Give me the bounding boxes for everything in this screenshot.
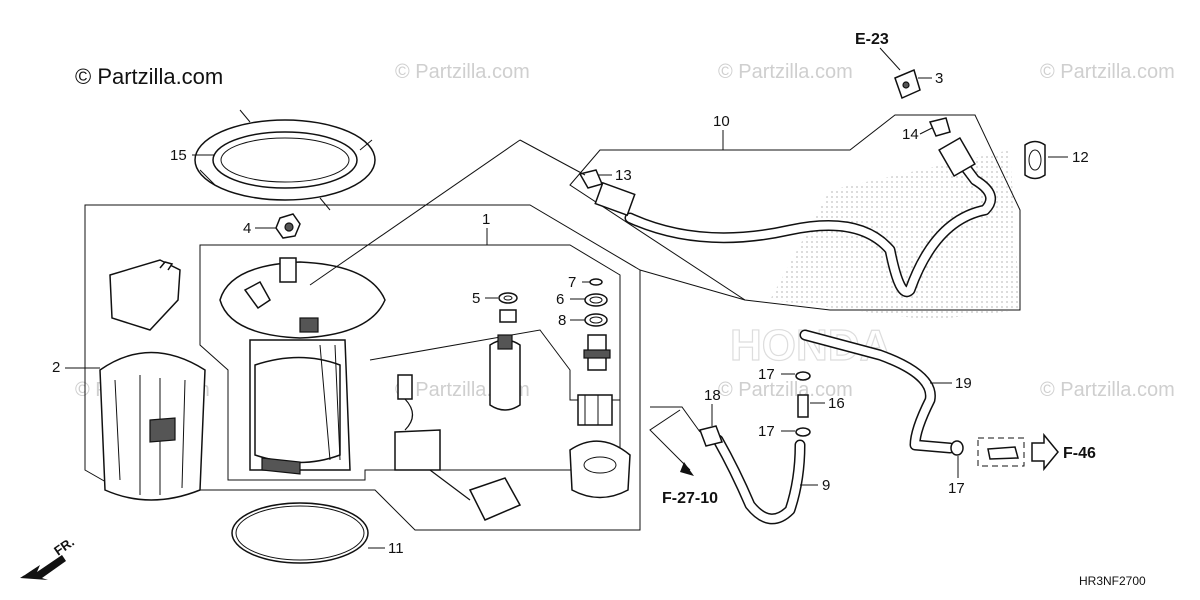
vent-connector <box>977 437 1025 467</box>
callout-16: 16 <box>828 395 845 412</box>
clip-17-upper[interactable] <box>795 371 811 381</box>
washer-7[interactable] <box>589 278 603 286</box>
callout-3: 3 <box>935 70 943 87</box>
callout-12: 12 <box>1072 149 1089 166</box>
callout-11: 11 <box>388 540 404 557</box>
callout-8: 8 <box>558 312 566 329</box>
pump-unit-outline <box>199 244 621 481</box>
joint-16[interactable] <box>797 394 809 418</box>
gasket-11[interactable] <box>231 502 369 564</box>
clip-14[interactable] <box>928 117 951 137</box>
watermark-mid-right: © Partzilla.com <box>718 379 853 401</box>
clamp-18[interactable] <box>699 425 723 447</box>
watermark-top-center: © Partzilla.com <box>718 61 853 83</box>
callout-17c: 17 <box>948 480 965 497</box>
lock-ring-15[interactable] <box>194 109 376 211</box>
front-label: FR. <box>51 534 77 558</box>
leader-14 <box>919 127 933 135</box>
o-ring-6[interactable] <box>584 293 608 307</box>
background-brand-letters: HONDA <box>730 321 891 370</box>
fuel-feed-hose-10[interactable] <box>594 136 997 298</box>
clip-13[interactable] <box>578 169 604 189</box>
background-dot-pattern <box>770 150 1020 320</box>
front-arrow-icon <box>20 555 66 580</box>
leader-f2710-b <box>649 409 691 471</box>
collar-5[interactable] <box>498 292 518 323</box>
callout-5: 5 <box>472 290 480 307</box>
grommet-12[interactable] <box>1024 140 1046 180</box>
callout-10: 10 <box>713 113 730 130</box>
callout-17a: 17 <box>758 366 775 383</box>
arrow-f46 <box>1031 432 1059 472</box>
callout-6: 6 <box>556 291 564 308</box>
callout-2: 2 <box>52 359 60 376</box>
watermark-top-right: © Partzilla.com <box>1040 61 1175 83</box>
watermark-far-right: © Partzilla.com <box>1040 379 1175 401</box>
fuel-level-sender <box>394 374 522 521</box>
drain-hose-9[interactable] <box>712 434 806 525</box>
ref-f46: F-46 <box>1063 445 1096 462</box>
callout-18: 18 <box>704 387 721 404</box>
o-ring-8[interactable] <box>584 313 608 327</box>
clamp-3[interactable] <box>894 68 921 100</box>
filter-parts <box>489 334 631 499</box>
pump-assembly-outline <box>84 204 641 531</box>
callout-17b: 17 <box>758 423 775 440</box>
outline-connector <box>639 269 746 301</box>
pump-case-2[interactable] <box>99 259 206 501</box>
arrowhead-f2710 <box>680 462 694 476</box>
hose-guide-line <box>519 139 586 176</box>
callout-15: 15 <box>170 147 187 164</box>
callout-1: 1 <box>482 211 490 228</box>
leader-f2710-a <box>650 406 701 433</box>
leader-e23 <box>879 47 901 71</box>
callout-14: 14 <box>902 126 919 143</box>
diagram-code: HR3NF2700 <box>1079 574 1146 588</box>
callout-4: 4 <box>243 220 251 237</box>
watermark-top-mid: © Partzilla.com <box>395 61 530 83</box>
callout-9: 9 <box>822 477 830 494</box>
ref-f2710: F-27-10 <box>662 490 718 507</box>
callout-13: 13 <box>615 167 632 184</box>
watermark-main: © Partzilla.com <box>75 64 223 89</box>
clip-17-middle[interactable] <box>795 427 811 437</box>
hose-assembly-outline <box>569 114 1021 311</box>
callout-19: 19 <box>955 375 972 392</box>
clip-17-right[interactable] <box>950 440 964 456</box>
callout-7: 7 <box>568 274 576 291</box>
pump-to-hose-line <box>309 139 521 286</box>
nut-4[interactable] <box>275 213 301 239</box>
ref-e23: E-23 <box>855 31 889 48</box>
vent-hose-19[interactable] <box>799 329 956 454</box>
fuel-pump-unit-1[interactable] <box>219 257 386 475</box>
pressure-regulator <box>583 334 611 371</box>
